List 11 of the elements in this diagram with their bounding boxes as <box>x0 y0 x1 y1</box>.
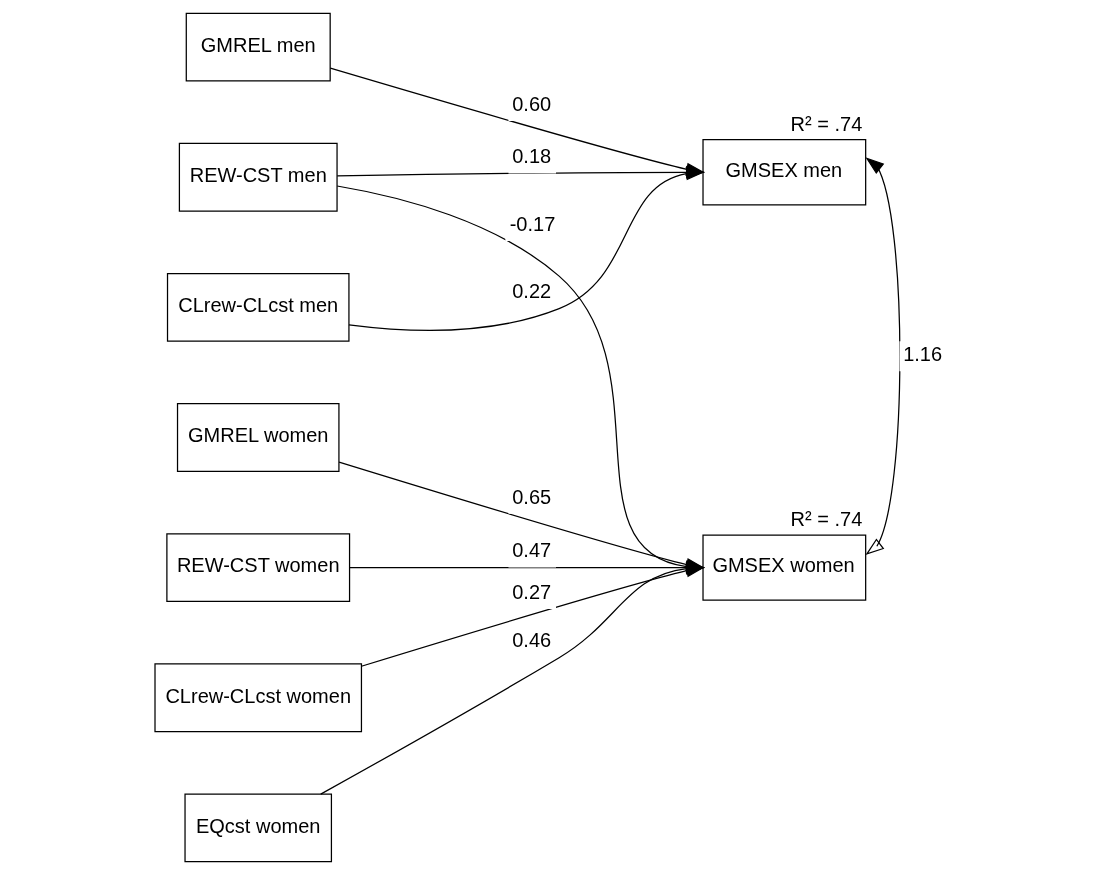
node-label: R² = .74 <box>790 508 862 531</box>
edge-label: 0.47 <box>511 539 551 562</box>
edge-label: 0.60 <box>511 92 551 115</box>
edge-label: 0.18 <box>511 145 551 168</box>
edge-label: 1.16 <box>902 342 942 365</box>
node-label: R² = .74 <box>790 112 862 135</box>
edge-label: 0.22 <box>511 280 551 303</box>
edge-label: 0.65 <box>511 485 551 508</box>
edge-label: 0.46 <box>511 629 551 652</box>
edge-label: -0.17 <box>509 212 555 235</box>
edge-label: 0.27 <box>511 580 551 603</box>
